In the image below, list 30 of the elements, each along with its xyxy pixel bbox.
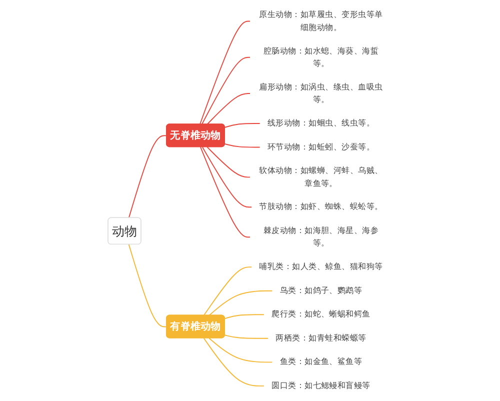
node-text: 爬行类：如蛇、蜥蜴和鳄鱼 — [272, 310, 370, 320]
connector — [200, 146, 250, 238]
node-text: 哺乳类：如人类、鲸鱼、猫和狗等 — [259, 262, 383, 272]
node-text: 原生动物：如草履虫、变形虫等单细胞动物。 — [259, 10, 383, 32]
connector — [128, 244, 168, 328]
connector — [203, 338, 264, 386]
connector — [224, 143, 260, 148]
node-text: 两栖类：如青蛙和蝾螈等 — [276, 333, 366, 343]
connector — [206, 93, 250, 125]
node-text: 棘皮动物：如海胆、海星、海参等。 — [263, 226, 379, 248]
node-text: 圆口类：如七鳃鳗和盲鳗等 — [272, 381, 370, 391]
node-text: 鸟类：如鸽子、鹦鹉等 — [280, 286, 362, 296]
node-text: 鱼类：如金鱼、鲨鱼等 — [280, 357, 362, 367]
node-text: 软体动物：如螺蛳、河蚌、乌贼、章鱼等。 — [259, 166, 383, 188]
connector — [203, 266, 252, 316]
node-text: 扁形动物：如涡虫、绦虫、血吸虫等。 — [259, 82, 383, 104]
connector — [208, 338, 273, 363]
connector — [208, 290, 273, 316]
connector — [201, 56, 250, 125]
node-text: 线形动物：如蛔虫、线虫等。 — [267, 118, 375, 128]
connector — [128, 135, 168, 218]
node-text: 节肢动物：如虾、蜘蛛、蜈蚣等。 — [259, 202, 383, 212]
connector — [224, 123, 260, 128]
connector — [200, 20, 250, 125]
connector — [224, 334, 269, 339]
connector — [224, 314, 264, 320]
connector — [206, 146, 250, 178]
connector — [202, 146, 252, 208]
node-text: 腔肠动物：如水螅、海葵、海蜇等。 — [263, 46, 379, 68]
node-text: 环节动物：如蚯蚓、沙蚕等。 — [267, 142, 375, 152]
